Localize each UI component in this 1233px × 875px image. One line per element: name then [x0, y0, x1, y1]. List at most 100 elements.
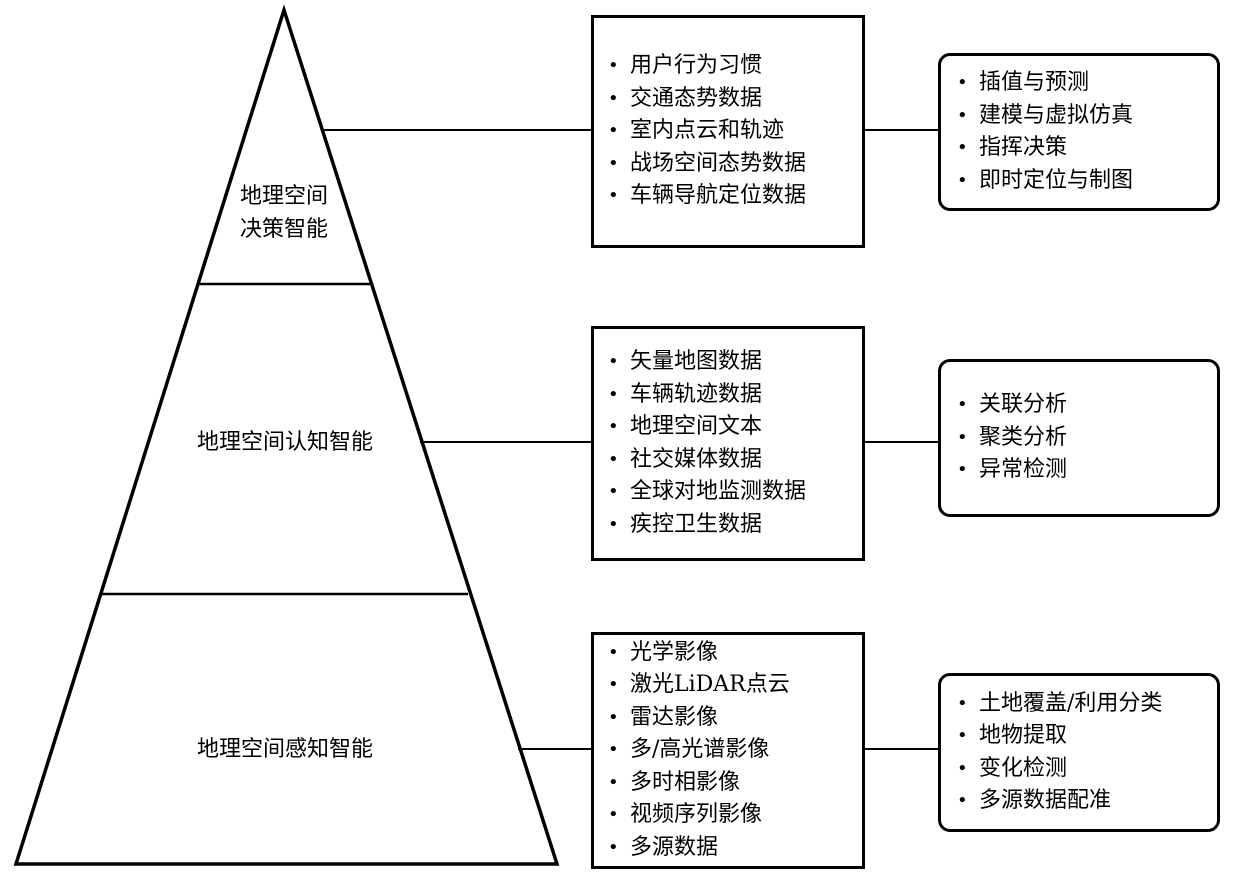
list-item: • 聚类分析 — [953, 422, 1217, 455]
list-item: • 视频序列影像 — [604, 799, 862, 832]
list-item-text: 异常检测 — [979, 457, 1068, 483]
data-box-cognition: • 矢量地图数据 • 车辆轨迹数据 • 地理空间文本 • 社交媒体数据 • 全球对地监测数… — [591, 326, 865, 561]
tier-label-perception: 地理空间感知智能 — [140, 733, 430, 766]
list-item-text: 土地覆盖/利用分类 — [979, 690, 1163, 716]
list-item: • 多源数据 — [604, 832, 862, 865]
data-list: • 用户行为习惯 •交通态势数据 • 室内点云和轨迹 • 战场空间态势数据 •车辆导航… — [604, 50, 862, 213]
list-item-text: 视频序列影像 — [630, 802, 763, 828]
bullet-icon: • — [957, 725, 968, 746]
data-list: • 矢量地图数据 • 车辆轨迹数据 • 地理空间文本 • 社交媒体数据 • 全球对地监测数… — [604, 346, 862, 541]
list-item-text: 变化检测 — [979, 755, 1068, 781]
bullet-icon: • — [608, 448, 619, 470]
list-item: • 战场空间态势数据 — [604, 148, 862, 181]
bullet-icon: • — [608, 120, 619, 142]
list-item: • 激光LiDAR点云 — [604, 669, 862, 702]
list-item: • 光学影像 — [604, 637, 862, 670]
bullet-icon: • — [957, 692, 968, 714]
tier-label-line: 地理空间认知智能 — [196, 430, 373, 455]
list-item: • 多时相影像 — [604, 767, 862, 800]
app-list: • 插值与预测 • 建模与虚拟仿真 • 指挥决策 • 即时定位与制图 — [953, 67, 1217, 197]
app-list: • 关联分析 • 聚类分析 • 异常检测 — [953, 389, 1217, 487]
bullet-icon: • — [608, 383, 619, 405]
list-item-text: 地理空间文本 — [630, 414, 763, 439]
list-item-text: 插值与预测 — [979, 70, 1090, 95]
app-box-perception: • 土地覆盖/利用分类 • 地物提取 • 变化检测 • 多源数据配准 — [938, 673, 1220, 832]
list-item: • 用户行为习惯 — [604, 50, 862, 83]
list-item-text: 车辆轨迹数据 — [630, 381, 763, 407]
list-item: • 异常检测 — [953, 454, 1217, 487]
bullet-icon: • — [957, 394, 968, 416]
list-item: • 指挥决策 — [953, 132, 1217, 165]
bullet-icon: • — [608, 804, 619, 826]
list-item: • 土地覆盖/利用分类 — [953, 688, 1217, 721]
list-item: • 插值与预测 — [953, 67, 1217, 100]
list-item: • 建模与虚拟仿真 — [953, 100, 1217, 133]
bullet-icon: • — [957, 757, 968, 779]
list-item: • 地理空间文本 — [604, 411, 862, 444]
list-item-text: 战场空间态势数据 — [630, 150, 807, 176]
bullet-icon: • — [957, 72, 968, 93]
list-item-text: 矢量地图数据 — [630, 349, 763, 374]
bullet-icon: • — [608, 739, 619, 761]
list-item-text: 地物提取 — [979, 723, 1068, 748]
list-item: • 车辆轨迹数据 — [604, 379, 862, 412]
list-item-text: 聚类分析 — [979, 424, 1068, 450]
list-item-text: 用户行为习惯 — [630, 53, 763, 79]
bullet-icon: • — [608, 706, 619, 728]
tier-label-line: 地理空间 — [239, 184, 328, 209]
data-box-decision: • 用户行为习惯 •交通态势数据 • 室内点云和轨迹 • 战场空间态势数据 •车辆导航… — [591, 15, 865, 248]
app-box-cognition: • 关联分析 • 聚类分析 • 异常检测 — [938, 359, 1220, 517]
tier-label-cognition: 地理空间认知智能 — [140, 426, 430, 459]
tier-label-line: 决策智能 — [239, 217, 328, 242]
list-item: • 室内点云和轨迹 — [604, 115, 862, 148]
tier-label-line: 地理空间感知智能 — [196, 737, 373, 762]
list-item: • 多/高光谱影像 — [604, 734, 862, 767]
bullet-icon: • — [608, 771, 619, 793]
list-item: • 关联分析 — [953, 389, 1217, 422]
app-box-decision: • 插值与预测 • 建模与虚拟仿真 • 指挥决策 • 即时定位与制图 — [938, 53, 1220, 211]
list-item-text: 多源数据配准 — [979, 788, 1112, 813]
list-item: •交通态势数据 — [604, 83, 862, 116]
list-item-text: 建模与虚拟仿真 — [979, 102, 1134, 128]
list-item: • 全球对地监测数据 — [604, 476, 862, 509]
list-item: • 变化检测 — [953, 753, 1217, 786]
bullet-icon: • — [608, 481, 619, 502]
list-item-text: 即时定位与制图 — [979, 167, 1134, 193]
list-item-text: 全球对地监测数据 — [630, 479, 807, 504]
bullet-icon: • — [957, 104, 968, 126]
bullet-icon: • — [608, 674, 619, 696]
bullet-icon: • — [608, 351, 619, 372]
pyramid-outline — [13, 4, 560, 866]
bullet-icon: • — [957, 137, 968, 158]
bullet-icon: • — [608, 152, 619, 174]
bullet-icon: • — [957, 790, 968, 811]
bullet-icon: • — [608, 416, 619, 437]
list-item: • 地物提取 — [953, 720, 1217, 753]
list-item-text: 车辆导航定位数据 — [630, 183, 807, 209]
list-item-text: 交通态势数据 — [630, 85, 763, 111]
list-item: • 社交媒体数据 — [604, 444, 862, 477]
bullet-icon: • — [957, 169, 968, 191]
list-item-text: 社交媒体数据 — [630, 446, 763, 472]
list-item-text: 多时相影像 — [630, 769, 741, 795]
list-item-text: 激光LiDAR点云 — [630, 672, 790, 698]
bullet-icon: • — [957, 459, 968, 481]
list-item-text: 光学影像 — [630, 639, 719, 665]
list-item: • 疾控卫生数据 — [604, 509, 862, 542]
list-item: •车辆导航定位数据 — [604, 180, 862, 213]
list-item-text: 多源数据 — [630, 834, 719, 860]
list-item: • 雷达影像 — [604, 702, 862, 735]
list-item-text: 多/高光谱影像 — [630, 737, 770, 763]
bullet-icon: • — [957, 426, 968, 448]
tier-label-decision: 地理空间 决策智能 — [200, 180, 368, 246]
list-item-text: 指挥决策 — [979, 135, 1068, 160]
bullet-icon: • — [608, 55, 619, 77]
list-item-text: 雷达影像 — [630, 704, 719, 730]
list-item-text: 疾控卫生数据 — [630, 511, 763, 537]
bullet-icon: • — [608, 513, 619, 535]
bullet-icon: • — [608, 836, 619, 858]
list-item-text: 室内点云和轨迹 — [630, 118, 785, 144]
bullet-icon: • — [608, 641, 619, 663]
list-item-text: 关联分析 — [979, 392, 1068, 418]
